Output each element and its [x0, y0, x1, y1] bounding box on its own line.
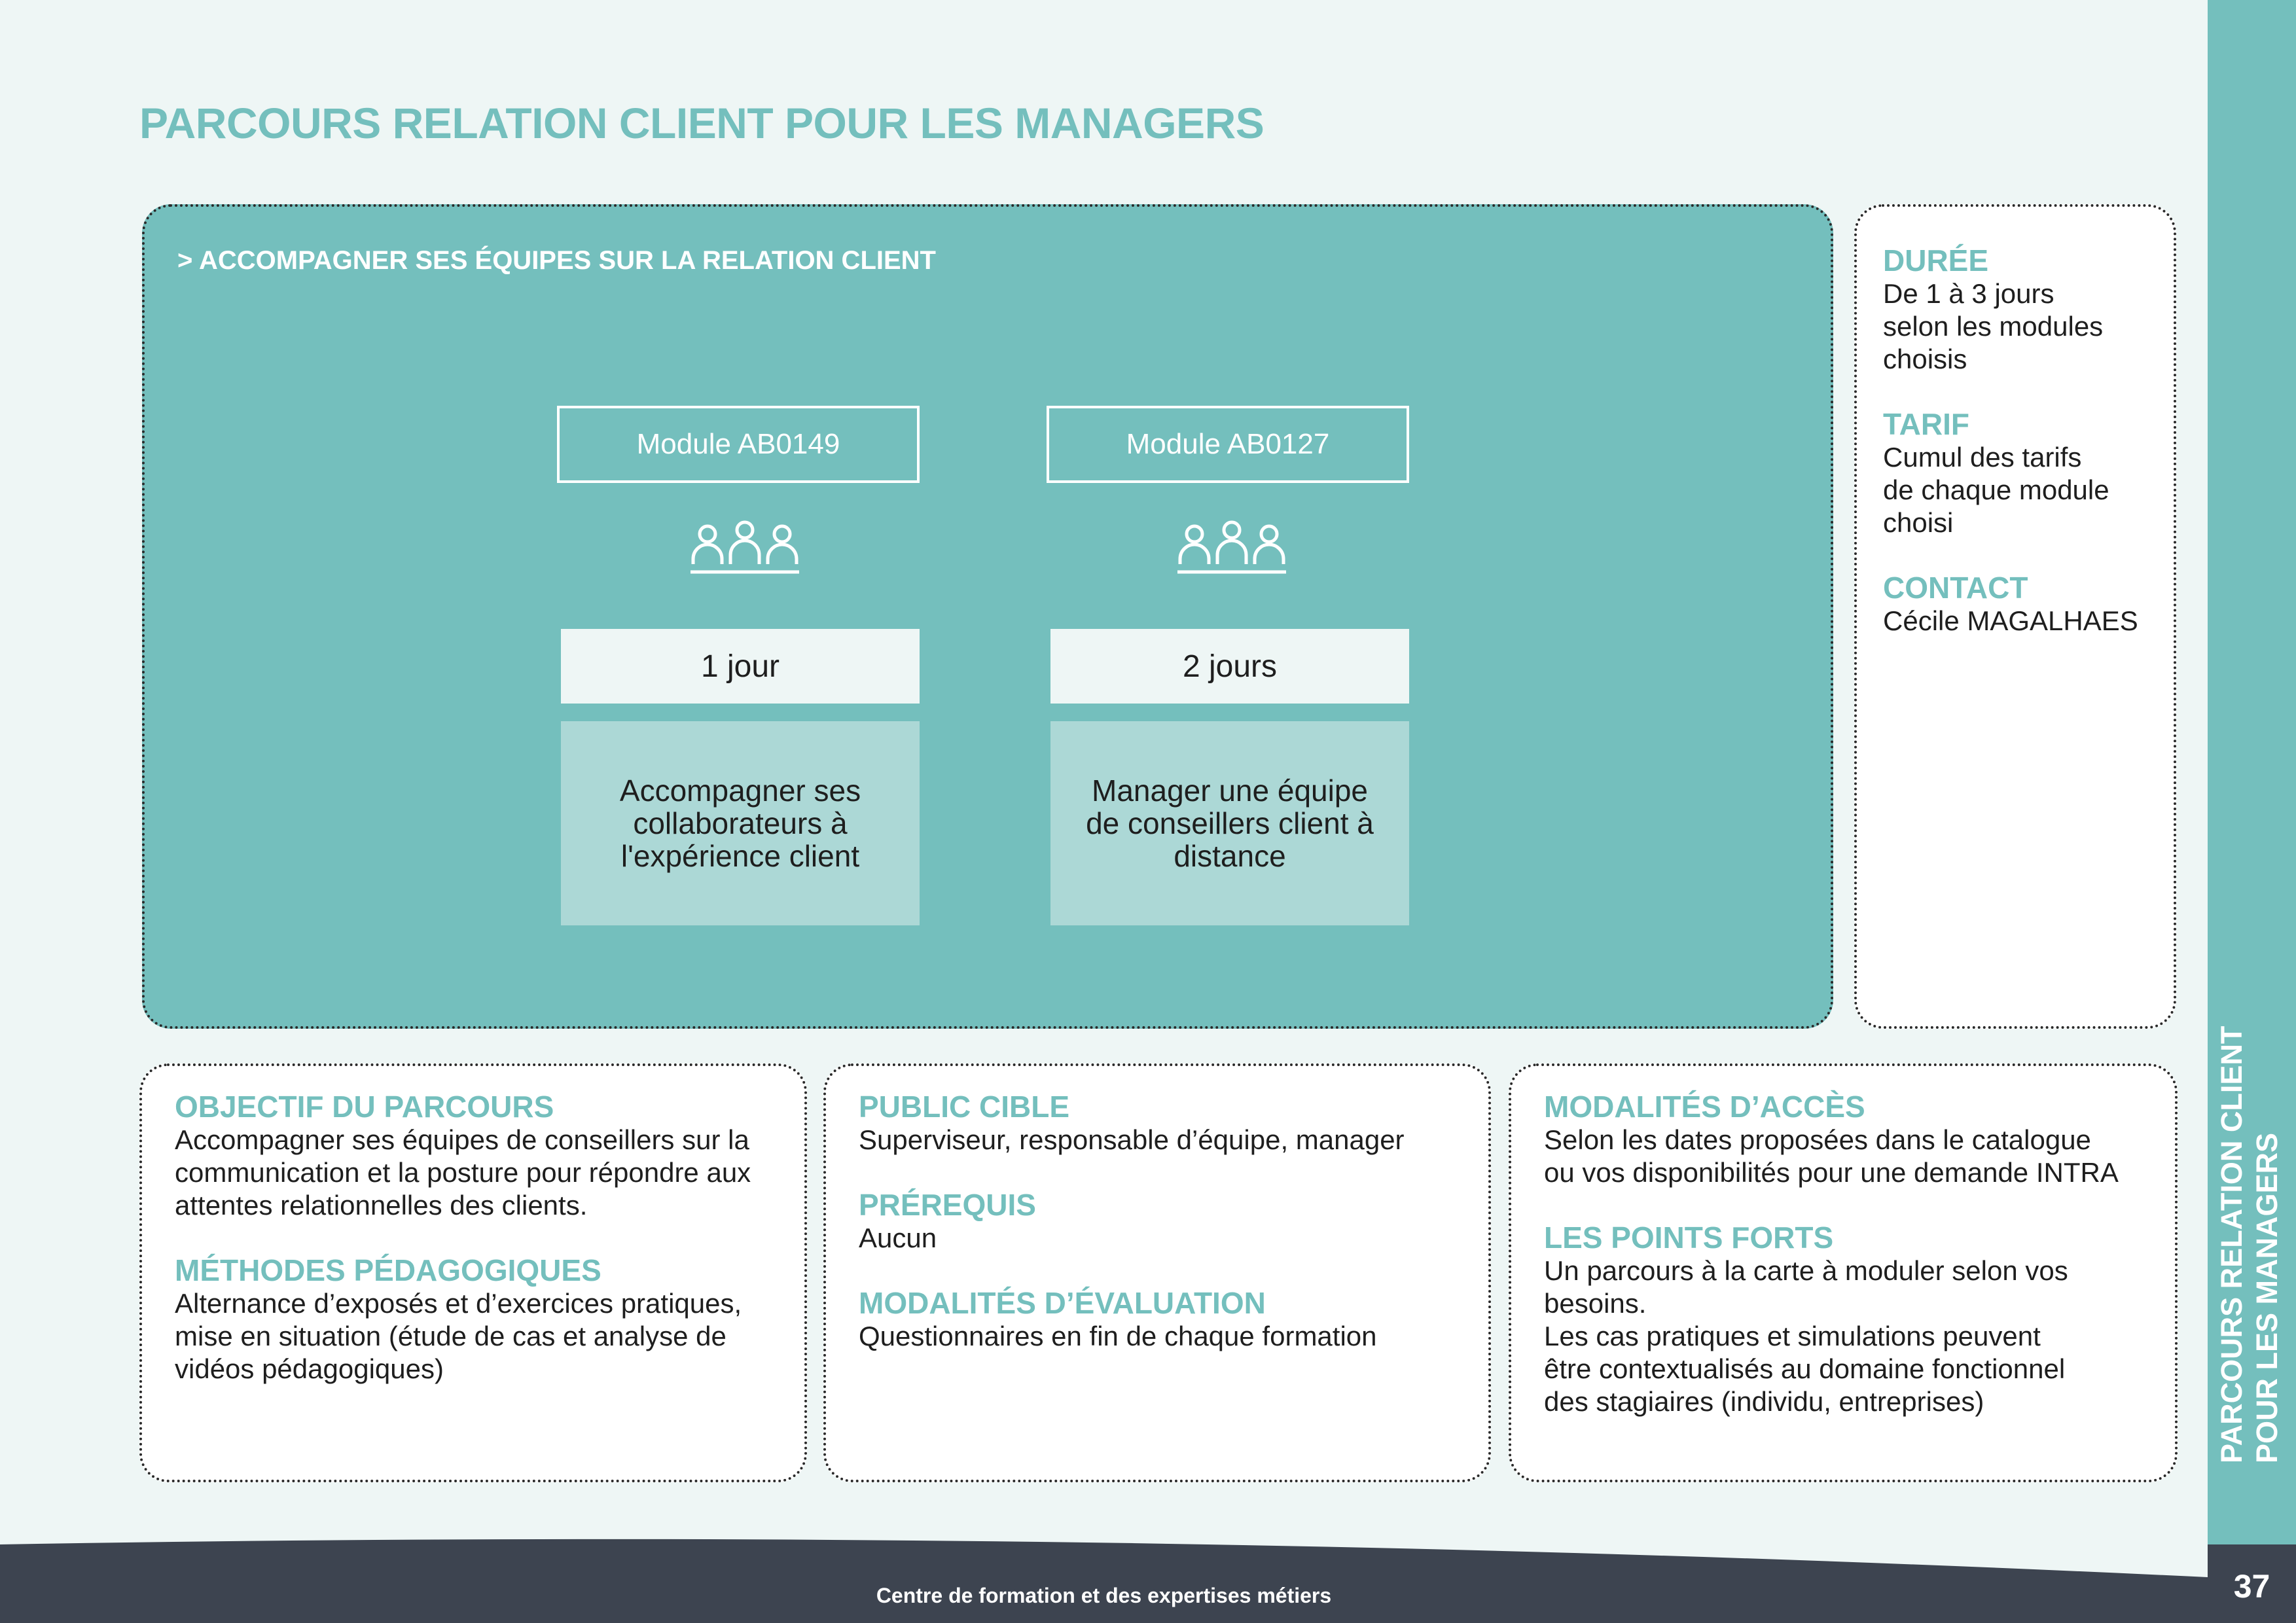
methodes-title: MÉTHODES PÉDAGOGIQUES [175, 1253, 601, 1287]
methodes-section: MÉTHODES PÉDAGOGIQUES Alternance d’expos… [175, 1253, 804, 1385]
public-box: PUBLIC CIBLE Superviseur, responsable d’… [823, 1063, 1491, 1482]
contact-title: CONTACT [1883, 571, 2028, 605]
objectif-section: OBJECTIF DU PARCOURS Accompagner ses équ… [175, 1090, 804, 1222]
duree-section: DURÉE De 1 à 3 jours selon les modules c… [1883, 243, 2174, 376]
info-panel: DURÉE De 1 à 3 jours selon les modules c… [1854, 204, 2176, 1029]
page-title: PARCOURS RELATION CLIENT POUR LES MANAGE… [139, 99, 1265, 147]
group-icon [691, 520, 799, 574]
points-forts-section: LES POINTS FORTS Un parcours à la carte … [1544, 1221, 2175, 1418]
footer-label: Centre de formation et des expertises mé… [876, 1584, 1332, 1607]
module-duration: 1 jour [561, 629, 920, 704]
modalites-box: MODALITÉS D’ACCÈS Selon les dates propos… [1509, 1063, 2178, 1482]
module-description: Manager une équipe de conseillers client… [1050, 721, 1409, 925]
duree-title: DURÉE [1883, 243, 1989, 277]
tarif-title: TARIF [1883, 407, 1970, 441]
objectif-box: OBJECTIF DU PARCOURS Accompagner ses équ… [139, 1063, 807, 1482]
prerequis-title: PRÉREQUIS [859, 1188, 1036, 1222]
page-number: 37 [2233, 1568, 2270, 1605]
footer-band [0, 1539, 2296, 1623]
side-tab [2208, 0, 2296, 1544]
section-heading: > ACCOMPAGNER SES ÉQUIPES SUR LA RELATIO… [177, 246, 936, 275]
modalites-text: Selon les dates proposées dans le catalo… [1544, 1124, 2119, 1188]
methodes-text: Alternance d’exposés et d’exercices prat… [175, 1288, 742, 1384]
tarif-text: Cumul des tarifs de chaque module choisi [1883, 442, 2109, 538]
objectif-title: OBJECTIF DU PARCOURS [175, 1090, 554, 1124]
duree-text: De 1 à 3 jours selon les modules choisis [1883, 278, 2104, 374]
modalites-section: MODALITÉS D’ACCÈS Selon les dates propos… [1544, 1090, 2175, 1189]
course-path-panel: > ACCOMPAGNER SES ÉQUIPES SUR LA RELATIO… [142, 204, 1833, 1029]
module-description: Accompagner ses collaborateurs à l'expér… [561, 721, 920, 925]
modalites-title: MODALITÉS D’ACCÈS [1544, 1090, 1865, 1124]
module-code-label: Module AB0127 [1047, 406, 1409, 483]
contact-section: CONTACT Cécile MAGALHAES [1883, 571, 2174, 637]
evaluation-text: Questionnaires en fin de chaque formatio… [859, 1321, 1377, 1351]
objectif-text: Accompagner ses équipes de conseillers s… [175, 1124, 751, 1221]
prerequis-section: PRÉREQUIS Aucun [859, 1188, 1488, 1255]
public-section: PUBLIC CIBLE Superviseur, responsable d’… [859, 1090, 1488, 1156]
tarif-section: TARIF Cumul des tarifs de chaque module … [1883, 407, 2174, 539]
group-icon [1177, 520, 1286, 574]
public-title: PUBLIC CIBLE [859, 1090, 1069, 1124]
public-text: Superviseur, responsable d’équipe, manag… [859, 1124, 1405, 1155]
points-forts-title: LES POINTS FORTS [1544, 1221, 1834, 1255]
contact-text: Cécile MAGALHAES [1883, 605, 2138, 636]
points-forts-text: Un parcours à la carte à moduler selon v… [1544, 1255, 2068, 1417]
prerequis-text: Aucun [859, 1222, 937, 1253]
side-tab-label: PARCOURS RELATION CLIENT POUR LES MANAGE… [2215, 1026, 2284, 1463]
evaluation-title: MODALITÉS D’ÉVALUATION [859, 1286, 1266, 1320]
evaluation-section: MODALITÉS D’ÉVALUATION Questionnaires en… [859, 1286, 1488, 1353]
module-code-label: Module AB0149 [557, 406, 920, 483]
module-duration: 2 jours [1050, 629, 1409, 704]
